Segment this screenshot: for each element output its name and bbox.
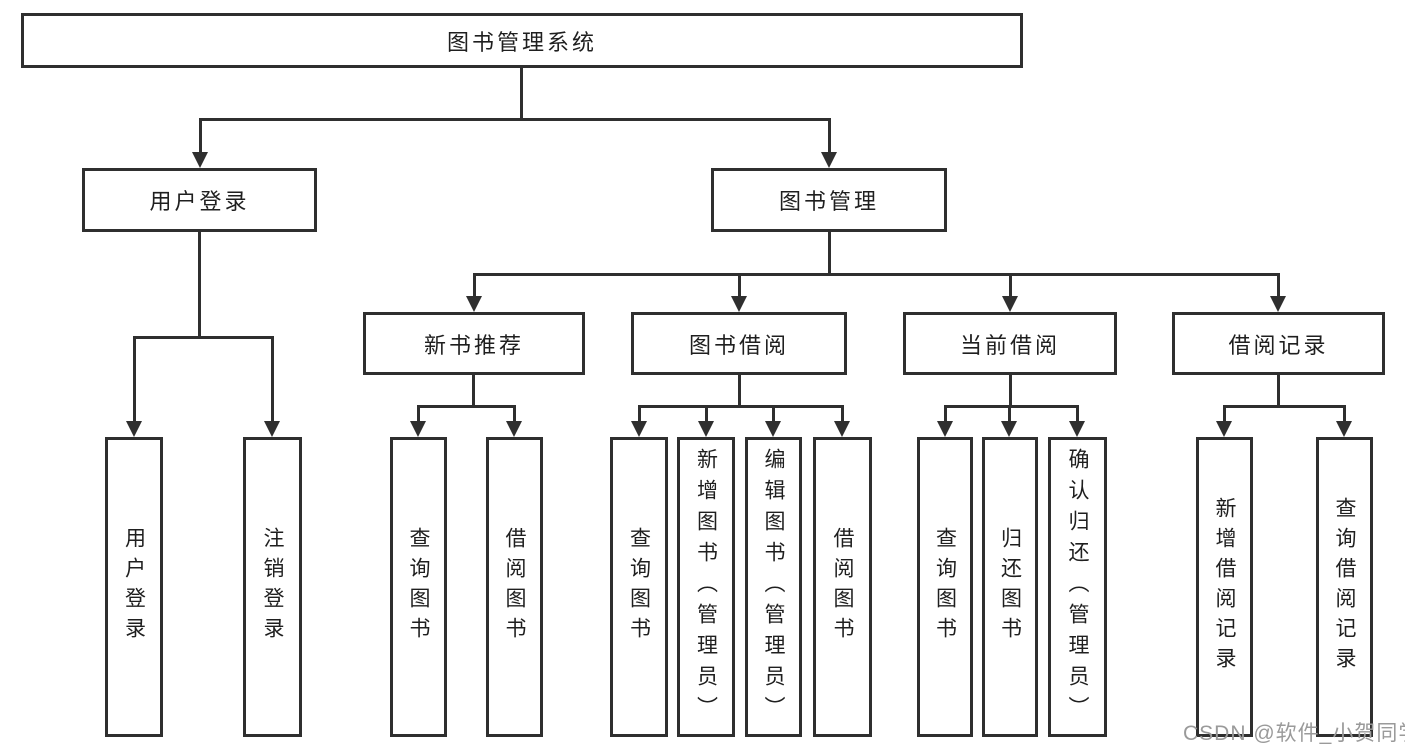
connector-line <box>841 405 844 422</box>
connector-line <box>473 273 1278 276</box>
connector-line <box>1223 405 1226 422</box>
node-current-borrow: 当前借阅 <box>903 312 1117 375</box>
arrowhead-icon <box>1216 421 1232 437</box>
leaf-add-book-admin: 新增图书（管理员） <box>677 437 735 737</box>
connector-line <box>199 118 202 154</box>
leaf-return-book: 归还图书 <box>982 437 1038 737</box>
arrowhead-icon <box>126 421 142 437</box>
connector-line <box>638 405 641 422</box>
arrowhead-icon <box>410 421 426 437</box>
connector-line <box>198 232 201 336</box>
node-new-book-recommend: 新书推荐 <box>363 312 585 375</box>
connector-line <box>472 375 475 405</box>
csdn-watermark: CSDN @软件_小贺同学 <box>1183 722 1405 745</box>
connector-line <box>1277 375 1280 405</box>
connector-line <box>520 68 523 118</box>
leaf-borrow-book: 借阅图书 <box>813 437 872 737</box>
node-book-borrow: 图书借阅 <box>631 312 847 375</box>
connector-line <box>828 118 831 154</box>
connector-line <box>738 273 741 298</box>
arrowhead-icon <box>466 296 482 312</box>
connector-line <box>1008 405 1011 422</box>
arrowhead-icon <box>1270 296 1286 312</box>
leaf-borrow-book-rec: 借阅图书 <box>486 437 543 737</box>
arrowhead-icon <box>1069 421 1085 437</box>
leaf-query-book-borrow: 查询图书 <box>610 437 668 737</box>
arrowhead-icon <box>937 421 953 437</box>
connector-line <box>705 405 708 422</box>
leaf-user-login: 用户登录 <box>105 437 163 737</box>
node-book-management: 图书管理 <box>711 168 947 232</box>
connector-line <box>638 405 843 408</box>
node-root: 图书管理系统 <box>21 13 1023 68</box>
arrowhead-icon <box>264 421 280 437</box>
node-borrow-record: 借阅记录 <box>1172 312 1385 375</box>
connector-line <box>271 336 274 423</box>
arrowhead-icon <box>698 421 714 437</box>
arrowhead-icon <box>821 152 837 168</box>
connector-line <box>133 336 136 423</box>
connector-line <box>513 405 516 422</box>
connector-line <box>418 405 516 408</box>
leaf-edit-book-admin: 编辑图书（管理员） <box>745 437 802 737</box>
node-user-login: 用户登录 <box>82 168 317 232</box>
arrowhead-icon <box>631 421 647 437</box>
leaf-query-book-rec: 查询图书 <box>390 437 447 737</box>
leaf-logout: 注销登录 <box>243 437 302 737</box>
arrowhead-icon <box>192 152 208 168</box>
connector-line <box>944 405 947 422</box>
leaf-add-borrow-record: 新增借阅记录 <box>1196 437 1253 737</box>
connector-line <box>199 118 830 121</box>
arrowhead-icon <box>1336 421 1352 437</box>
connector-line <box>1009 375 1012 405</box>
connector-line <box>417 405 420 422</box>
arrowhead-icon <box>765 421 781 437</box>
connector-line <box>772 405 775 422</box>
arrowhead-icon <box>1002 296 1018 312</box>
leaf-confirm-return-admin: 确认归还（管理员） <box>1048 437 1107 737</box>
arrowhead-icon <box>834 421 850 437</box>
connector-line <box>1009 273 1012 298</box>
leaf-query-book-current: 查询图书 <box>917 437 973 737</box>
connector-line <box>944 405 1079 408</box>
connector-line <box>133 336 274 339</box>
arrowhead-icon <box>1001 421 1017 437</box>
connector-line <box>828 232 831 273</box>
connector-line <box>738 375 741 405</box>
connector-line <box>473 273 476 298</box>
connector-line <box>1343 405 1346 422</box>
arrowhead-icon <box>506 421 522 437</box>
connector-line <box>1224 405 1345 408</box>
leaf-query-borrow-record: 查询借阅记录 <box>1316 437 1373 737</box>
connector-line <box>1277 273 1280 298</box>
connector-line <box>1076 405 1079 422</box>
arrowhead-icon <box>731 296 747 312</box>
